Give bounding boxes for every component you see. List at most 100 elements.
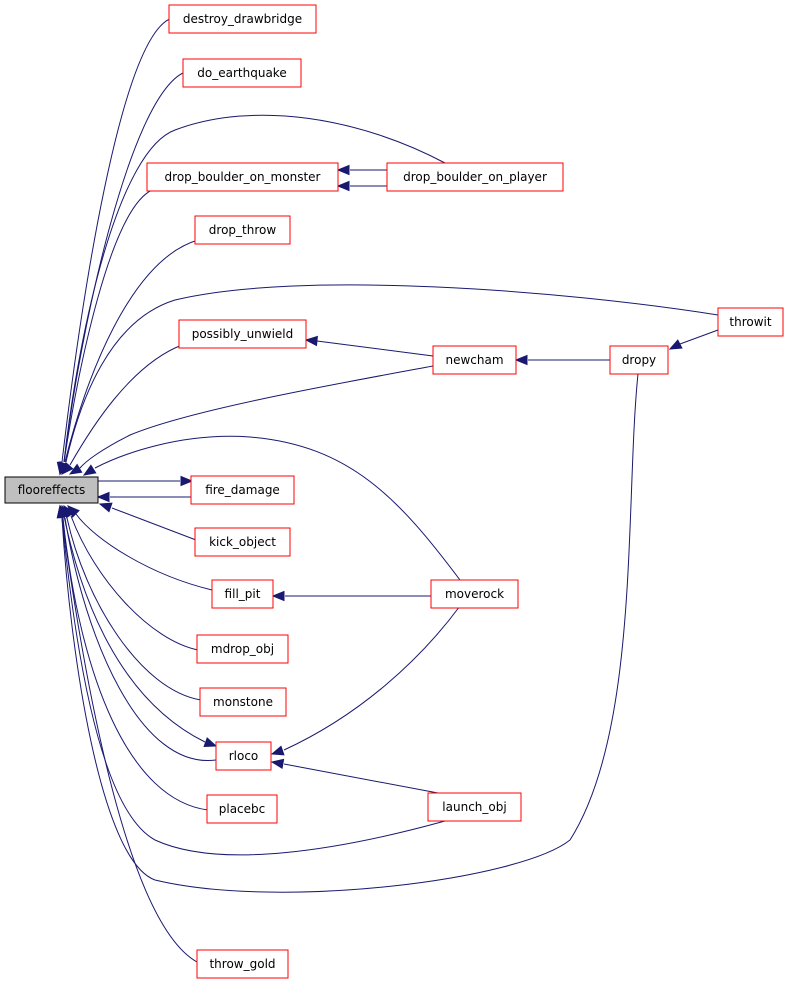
node-rloco[interactable]: rloco [215, 741, 272, 771]
node-label: drop_throw [209, 223, 277, 237]
arrowhead [668, 339, 683, 350]
node-label: flooreffects [18, 483, 86, 497]
node-box [432, 345, 517, 375]
node-label: dropy [622, 353, 656, 367]
node-label: moverock [445, 587, 504, 601]
node-mdrop_obj[interactable]: mdrop_obj [196, 634, 289, 664]
node-label: possibly_unwield [192, 327, 294, 341]
node-label: rloco [229, 749, 259, 763]
edge-line [61, 505, 206, 743]
edge-newcham-to-possibly_unwield [304, 335, 434, 357]
node-placebc[interactable]: placebc [206, 794, 278, 824]
edge-line [61, 373, 639, 893]
edge-moverock-to-rloco [270, 605, 461, 756]
edge-line [63, 114, 446, 463]
node-label: mdrop_obj [211, 642, 274, 656]
node-label: throwit [729, 315, 771, 329]
node-box [199, 687, 287, 717]
node-label: fire_damage [205, 483, 280, 497]
edge-moverock-to-fill_pit [271, 590, 431, 602]
edge-fire_damage-to-flooreffects [96, 491, 191, 503]
edge-drop_boulder_on_player-to-drop_boulder_on_monster [336, 164, 387, 176]
node-box [717, 307, 784, 337]
node-launch_obj[interactable]: launch_obj [427, 792, 522, 822]
edge-line [64, 517, 217, 761]
node-fire_damage[interactable]: fire_damage [190, 475, 295, 505]
edge-flooreffects-to-rloco [61, 505, 218, 748]
edge-line [61, 517, 446, 856]
edge-throwit-to-dropy [668, 329, 719, 350]
node-newcham[interactable]: newcham [432, 345, 517, 375]
edge-line [61, 17, 173, 463]
node-label: destroy_drawbridge [183, 12, 302, 26]
edge-line [70, 515, 199, 651]
edge-line [61, 517, 198, 963]
node-drop_throw[interactable]: drop_throw [194, 215, 291, 245]
node-layer: flooreffects destroy_drawbridge do_earthqu… [4, 4, 784, 979]
edge-line [62, 517, 209, 811]
node-box [190, 475, 295, 505]
node-box [178, 319, 307, 349]
edge-line [65, 284, 719, 463]
edge-line [69, 344, 183, 466]
node-flooreffects[interactable]: flooreffects [4, 476, 99, 504]
edge-throw_gold-to-flooreffects [56, 504, 198, 963]
edge-line [66, 517, 202, 701]
node-label: throw_gold [209, 957, 275, 971]
arrowhead [336, 164, 350, 176]
node-destroy_drawbridge[interactable]: destroy_drawbridge [168, 4, 317, 34]
edge-dropy-to-flooreffects [56, 373, 639, 893]
node-kick_object[interactable]: kick_object [194, 527, 291, 557]
node-possibly_unwield[interactable]: possibly_unwield [178, 319, 307, 349]
node-throwit[interactable]: throwit [717, 307, 784, 337]
node-box [215, 741, 272, 771]
node-label: placebc [219, 802, 266, 816]
arrowhead [82, 464, 97, 476]
node-box [430, 579, 519, 609]
edge-line [79, 365, 434, 469]
node-dropy[interactable]: dropy [609, 345, 669, 375]
node-box [194, 215, 291, 245]
arrowhead [270, 758, 285, 770]
edge-throwit-to-flooreffects [59, 284, 719, 476]
node-box [146, 162, 339, 192]
edge-line [679, 329, 719, 345]
edge-mdrop_obj-to-flooreffects [63, 504, 199, 651]
node-fill_pit[interactable]: fill_pit [211, 579, 274, 609]
edge-line [63, 71, 186, 463]
node-label: kick_object [209, 535, 276, 549]
arrowhead [271, 590, 285, 602]
arrowhead [56, 504, 68, 519]
node-drop_boulder_on_player[interactable]: drop_boulder_on_player [386, 162, 564, 192]
arrowhead [180, 475, 194, 487]
edge-flooreffects-to-fire_damage [98, 475, 194, 487]
node-drop_boulder_on_monster[interactable]: drop_boulder_on_monster [146, 162, 339, 192]
node-box [182, 58, 302, 88]
node-label: launch_obj [442, 800, 506, 814]
node-moverock[interactable]: moverock [430, 579, 519, 609]
node-label: newcham [445, 353, 503, 367]
arrowhead [203, 737, 218, 748]
edge-line [63, 189, 153, 463]
node-throw_gold[interactable]: throw_gold [196, 949, 289, 979]
edge-layer [56, 17, 719, 963]
node-do_earthquake[interactable]: do_earthquake [182, 58, 302, 88]
node-monstone[interactable]: monstone [199, 687, 287, 717]
node-label: fill_pit [225, 587, 261, 601]
edge-launch_obj-to-rloco [270, 758, 439, 794]
edge-line [283, 763, 439, 794]
node-label: drop_boulder_on_monster [165, 170, 321, 184]
arrowhead [304, 335, 318, 347]
edge-line [316, 340, 434, 357]
arrowhead [61, 461, 74, 475]
node-box [427, 792, 522, 822]
edge-newcham-to-flooreffects [68, 365, 434, 475]
node-label: drop_boulder_on_player [403, 170, 547, 184]
node-box [168, 4, 317, 34]
arrowhead [336, 180, 350, 192]
edge-kick_object-to-flooreffects [98, 502, 197, 541]
node-box [386, 162, 564, 192]
node-box [196, 634, 289, 664]
edge-line [75, 513, 213, 591]
